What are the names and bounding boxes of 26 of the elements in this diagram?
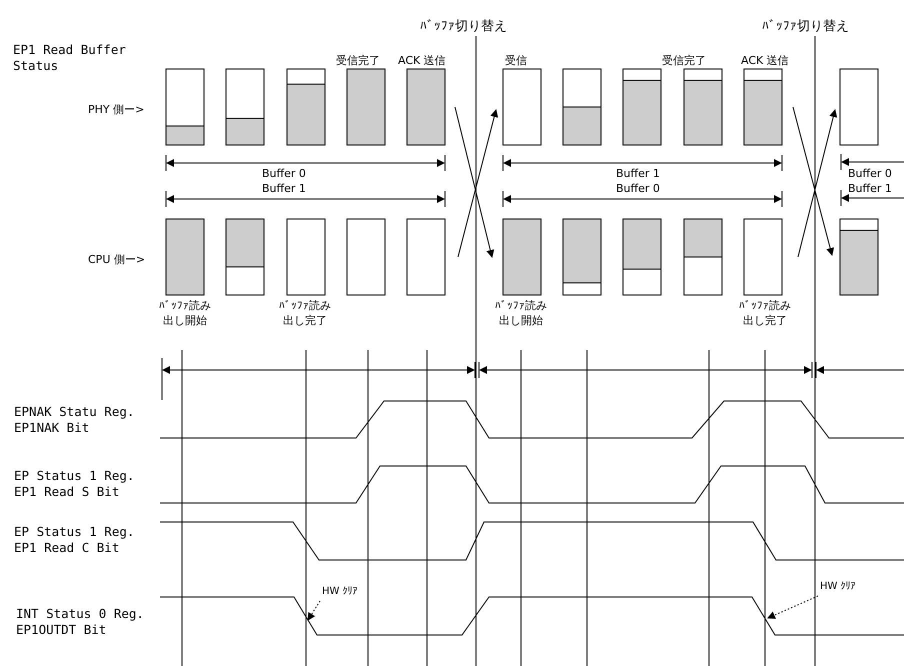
note-label: ﾊﾞｯﾌｧ読み出し完了 — [279, 298, 331, 328]
dimension-label: Buffer 1 — [848, 182, 892, 196]
section-title: EP1 Read Buffer Status — [13, 42, 127, 74]
event-label: ACK 送信 — [398, 54, 446, 68]
side-label: CPU 側ー> — [88, 253, 146, 267]
dimension-label: Buffer 0 — [262, 167, 306, 181]
event-label: 受信完了 — [336, 54, 380, 68]
switch-label: ﾊﾞｯﾌｧ切り替え — [420, 20, 507, 34]
event-label: ACK 送信 — [741, 54, 789, 68]
switch-label: ﾊﾞｯﾌｧ切り替え — [762, 20, 849, 34]
leader-line — [307, 600, 320, 621]
signal-name: INT Status 0 Reg. EP1OUTDT Bit — [16, 606, 145, 638]
event-label: 受信 — [505, 54, 527, 68]
note-label: ﾊﾞｯﾌｧ読み出し完了 — [739, 298, 791, 328]
note-label: ﾊﾞｯﾌｧ読み出し開始 — [159, 298, 211, 328]
dimension-label: Buffer 0 — [848, 167, 892, 181]
signal-name: EP Status 1 Reg. EP1 Read C Bit — [14, 524, 136, 556]
signal-name: EP Status 1 Reg. EP1 Read S Bit — [14, 468, 136, 500]
note-label: ﾊﾞｯﾌｧ読み出し開始 — [495, 298, 547, 328]
dimension-label: Buffer 0 — [616, 182, 660, 196]
leader-line — [767, 596, 818, 619]
dimension-label: Buffer 1 — [616, 167, 660, 181]
side-label: PHY 側ー> — [88, 103, 144, 117]
signal-name: EPNAK Statu Reg. EP1NAK Bit — [14, 404, 136, 436]
dimension-label: Buffer 1 — [262, 182, 306, 196]
event-label: 受信完了 — [662, 54, 706, 68]
